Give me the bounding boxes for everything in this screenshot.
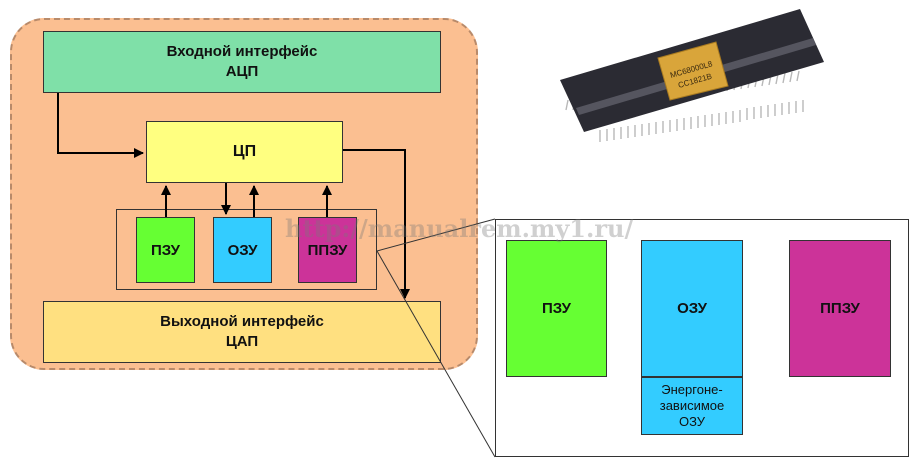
- input-interface-block: Входной интерфейс АЦП: [43, 31, 441, 93]
- ram-label: ОЗУ: [227, 241, 258, 259]
- detail-eeprom-block: ППЗУ: [789, 240, 891, 377]
- memory-group: [116, 209, 377, 290]
- detail-nonvolatile-ram-block: Энергоне- зависимое ОЗУ: [641, 377, 743, 435]
- cpu-label: ЦП: [232, 143, 257, 160]
- input-interface-title: Входной интерфейс: [166, 43, 318, 60]
- output-interface-title: Выходной интерфейс: [160, 313, 324, 330]
- cpu-block: ЦП: [146, 121, 343, 183]
- zoom-connector-bottom: [376, 250, 496, 458]
- detail-eeprom-label: ППЗУ: [820, 300, 860, 317]
- chip-die: [657, 41, 729, 101]
- input-interface-subtitle: АЦП: [225, 63, 259, 80]
- output-interface-block: Выходной интерфейс ЦАП: [43, 301, 441, 363]
- detail-rom-label: ПЗУ: [542, 300, 571, 317]
- detail-ram-label: ОЗУ: [677, 300, 707, 317]
- input-to-cpu-arrow: [57, 93, 144, 158]
- cpu-to-output-arrow: [343, 149, 410, 299]
- zoom-connector-top: [376, 218, 496, 252]
- output-interface-subtitle: ЦАП: [225, 333, 259, 350]
- ram-block: ОЗУ: [213, 217, 272, 283]
- rom-label: ПЗУ: [151, 241, 180, 259]
- eeprom-block: ППЗУ: [298, 217, 357, 283]
- rom-block: ПЗУ: [136, 217, 195, 283]
- nvram-line-2: зависимое: [659, 398, 725, 413]
- nvram-line-1: Энергоне-: [661, 382, 723, 397]
- detail-ram-block: ОЗУ: [641, 240, 743, 377]
- watermark-url: http://manualrem.my1.ru/: [285, 214, 634, 243]
- chip-image: MC68000L8 CC1821B: [560, 9, 824, 142]
- nvram-line-3: ОЗУ: [678, 414, 706, 429]
- detail-rom-block: ПЗУ: [506, 240, 607, 377]
- eeprom-label: ППЗУ: [307, 241, 348, 259]
